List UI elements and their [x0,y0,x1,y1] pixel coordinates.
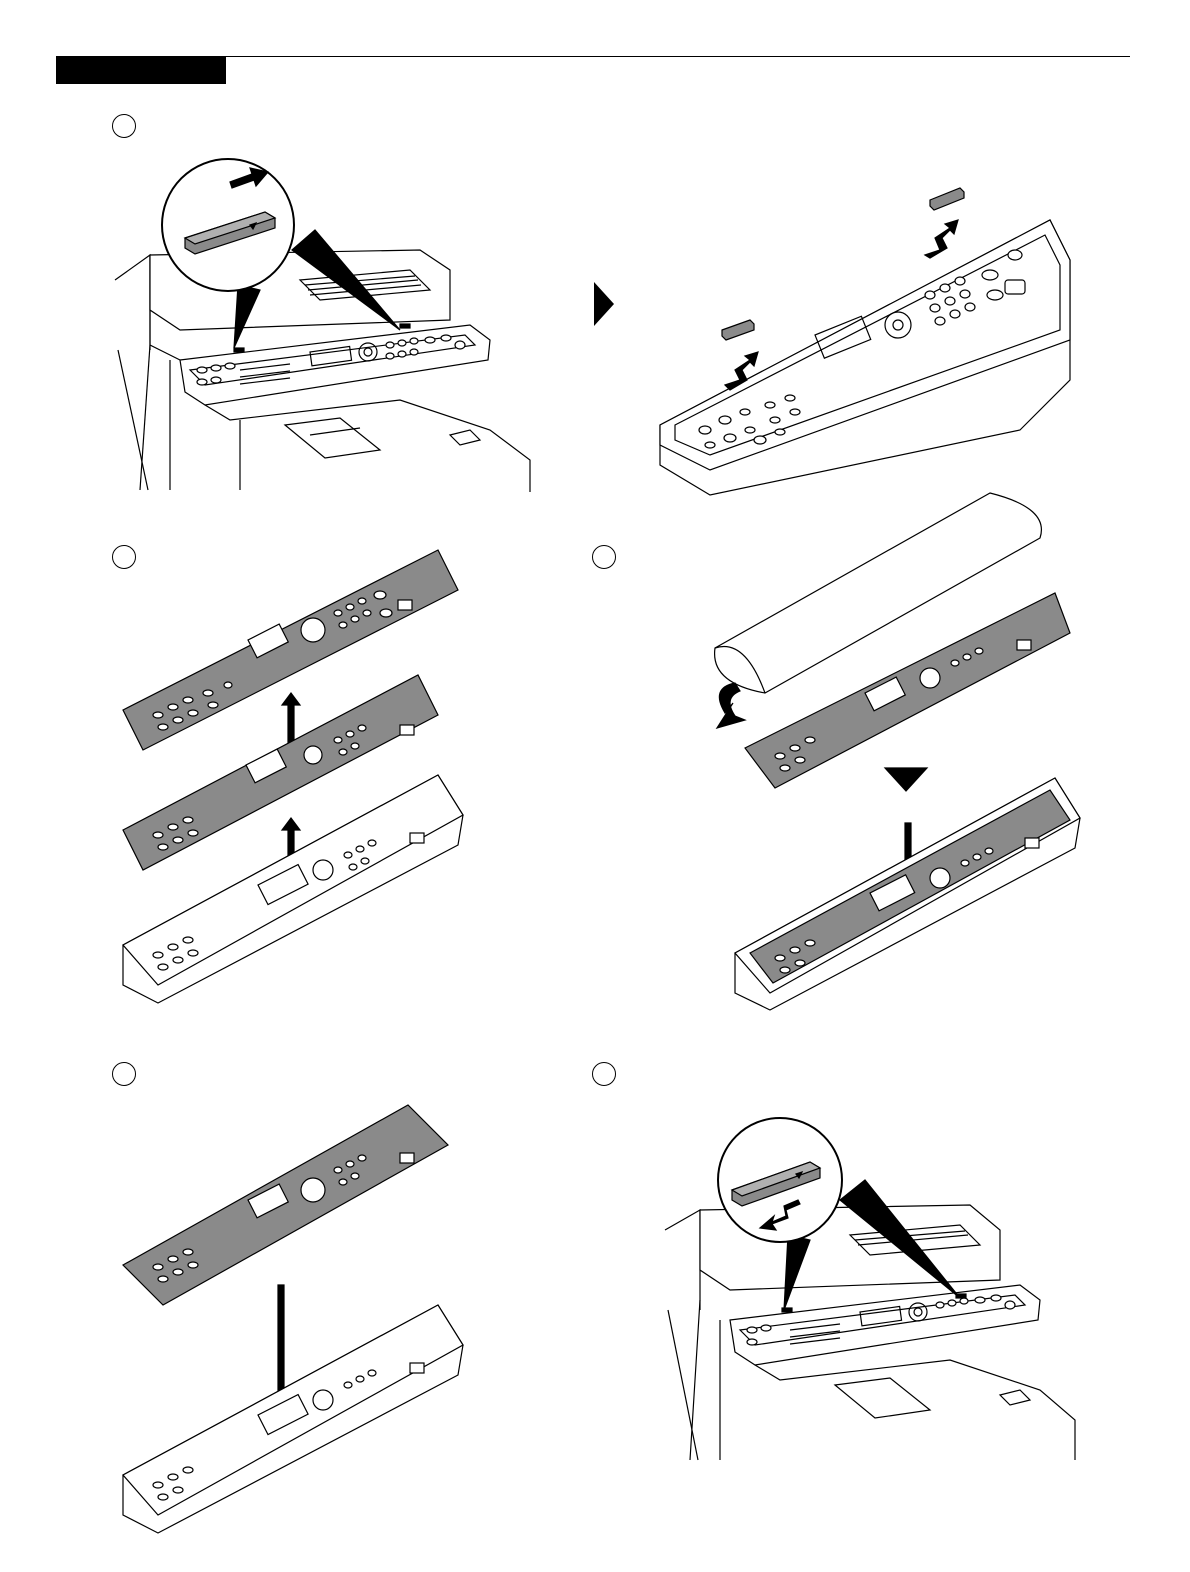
overlay-separation-illustration [118,545,478,1005]
printer-cover-removal-illustration [110,130,540,492]
lift-arrow-right [925,220,958,258]
overlay-sheet-new [123,1105,448,1305]
protective-film-application-illustration [705,488,1085,1028]
panel-covers-lifted-illustration [650,180,1080,500]
step-4-marker [112,1062,136,1086]
panel-base [123,1305,463,1533]
step-5-marker [592,1062,616,1086]
lifted-cover-right [930,188,964,210]
overlay-install-illustration [118,1095,478,1535]
panel-with-overlay [735,778,1080,1010]
printer-cover-reinstall-illustration [660,1120,1080,1460]
peel-arrow [717,683,745,728]
lifted-cover-left [722,320,754,340]
step-3-marker [592,545,616,569]
next-arrow-down [885,768,927,791]
header-section-tab [56,56,226,84]
next-step-arrow [592,282,616,326]
